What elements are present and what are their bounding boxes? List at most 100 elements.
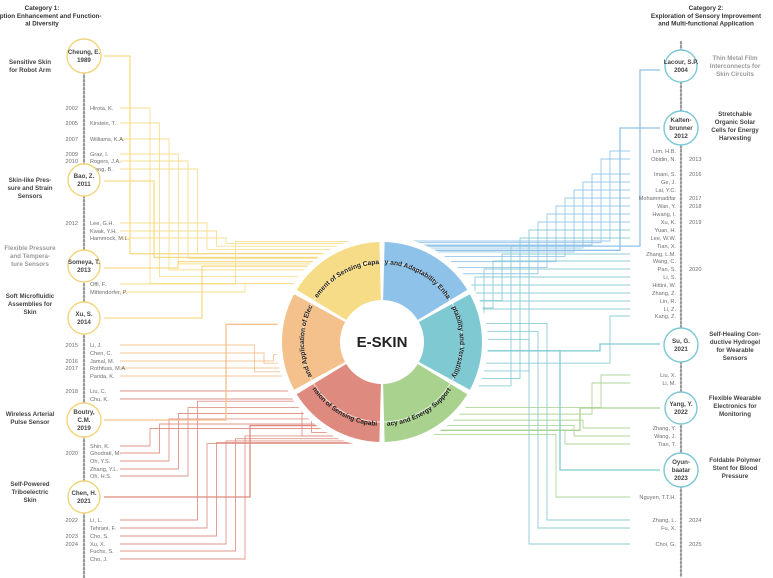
connection-line xyxy=(120,122,304,277)
left-author: Lee, G.H. xyxy=(90,221,114,227)
connection-line xyxy=(457,221,630,275)
left-author: Cho, S. xyxy=(90,534,109,540)
right-author: Tian, X. xyxy=(657,244,677,250)
connection-line xyxy=(120,407,304,477)
left-year: 2015 xyxy=(66,343,78,349)
left-author: Oh, H.S. xyxy=(90,474,112,480)
connection-line xyxy=(120,344,285,373)
right-topic: Stent for Blood xyxy=(713,465,758,472)
left-author: Rothfuss, M.A. xyxy=(90,366,127,372)
right-node-label: Lacour, S.P. xyxy=(664,59,699,66)
right-year: 2019 xyxy=(689,220,701,226)
left-author: Mittendorfer, P. xyxy=(90,290,128,296)
node-connection-line xyxy=(483,343,660,352)
left-year: 2022 xyxy=(66,518,78,524)
left-year: 2020 xyxy=(66,451,78,457)
right-year: 2025 xyxy=(689,542,701,548)
right-author: Li, M. xyxy=(662,381,676,387)
node-connection-line xyxy=(104,260,320,269)
node-connection-line xyxy=(104,265,314,319)
right-topic: Organic Solar xyxy=(715,119,756,126)
right-topic: Monitoring xyxy=(719,411,751,418)
sector-6 xyxy=(282,294,346,390)
right-topic: Flexible Wearable xyxy=(709,395,762,402)
left-author: Graz, I. xyxy=(90,152,109,158)
connection-line xyxy=(120,153,317,265)
right-author: Choi, G. xyxy=(655,542,676,548)
connection-line xyxy=(429,189,630,253)
left-year: 2016 xyxy=(66,359,78,365)
left-node-label: 2011 xyxy=(77,181,91,188)
connection-line xyxy=(120,353,281,362)
node-connection-line xyxy=(104,424,324,498)
connection-line xyxy=(120,168,331,255)
right-node-label: baatar xyxy=(672,467,691,474)
right-author: Zhang, L.M. xyxy=(646,252,676,258)
connection-line xyxy=(477,237,630,380)
right-topic: ductive Hydrogel xyxy=(710,339,760,346)
left-year: 2002 xyxy=(66,106,78,112)
connection-line xyxy=(120,413,310,470)
right-topic: Self-Healing Con- xyxy=(709,331,761,338)
connection-line xyxy=(479,229,630,372)
right-node-label: 2012 xyxy=(674,133,688,140)
node-connection-line xyxy=(104,180,325,259)
connection-line xyxy=(483,338,630,545)
right-author: Wang, C. xyxy=(653,259,677,265)
right-category-subtitle: Exploration of Sensory Improvement xyxy=(651,13,762,20)
left-node-label: Someya, T. xyxy=(68,259,100,266)
left-author: Rogers, J.A. xyxy=(90,159,121,165)
right-author: Ge, J. xyxy=(661,180,676,186)
left-author: Li, L. xyxy=(90,518,103,524)
left-topic: for Robot Arm xyxy=(9,67,51,74)
connection-line xyxy=(120,222,339,251)
connection-line xyxy=(478,260,630,309)
right-author: Imani, S. xyxy=(654,172,677,178)
right-author: Zhang, Z. xyxy=(652,291,676,297)
left-year: 2010 xyxy=(66,159,78,165)
connection-line xyxy=(120,160,324,259)
connection-line xyxy=(396,150,630,242)
left-author: Williams, K.A. xyxy=(90,137,125,143)
left-author: Li, J. xyxy=(90,343,102,349)
node-connection-line xyxy=(104,323,282,421)
right-author: Zhang, Y. xyxy=(653,426,677,432)
connection-line xyxy=(120,400,299,521)
right-year: 2020 xyxy=(689,267,701,273)
left-node xyxy=(67,480,101,514)
connection-line xyxy=(454,382,630,415)
left-author: Offi, F. xyxy=(90,282,107,288)
right-author: Mohammadifar xyxy=(639,196,676,202)
right-topic: for Wearable xyxy=(716,347,754,354)
left-author: Liu, C. xyxy=(90,389,107,395)
left-topic: Triboelectric xyxy=(12,489,49,496)
right-node-label: 2004 xyxy=(674,67,688,74)
node-connection-line xyxy=(426,127,660,251)
left-topic: Sensors xyxy=(18,193,43,200)
left-node xyxy=(67,163,101,197)
category-headers: Category 1:Perception Enhancement and Fu… xyxy=(0,5,762,28)
right-author: Obidin, N. xyxy=(651,157,676,163)
left-author: Jamal, M. xyxy=(90,359,115,365)
left-node-label: 2019 xyxy=(77,425,91,432)
left-category-subtitle: Perception Enhancement and Function- xyxy=(0,13,101,20)
left-category-subtitle: al Diversity xyxy=(25,21,59,28)
left-category-title: Category 1: xyxy=(25,5,60,12)
right-author: Zhang, L. xyxy=(652,518,676,524)
right-author: Nguyen, T.T.H. xyxy=(639,495,676,501)
right-author: Yuan, H. xyxy=(655,228,677,234)
left-topic: Flexible Pressure xyxy=(4,245,56,252)
right-topic: Foldable Polymer xyxy=(709,457,761,464)
connection-line xyxy=(120,138,310,271)
connection-line xyxy=(433,429,630,445)
left-node-label: 2013 xyxy=(77,267,91,274)
right-node-label: Kalten- xyxy=(671,117,692,124)
node-connection-line xyxy=(433,407,660,431)
left-topic: Skin xyxy=(23,497,36,504)
right-topic: Stretchable xyxy=(718,111,752,118)
node-connection-line xyxy=(416,69,660,247)
right-author: Pan, S. xyxy=(658,267,677,273)
left-author: Hirota, K. xyxy=(90,106,114,112)
left-author: Chu, K. xyxy=(90,397,109,403)
